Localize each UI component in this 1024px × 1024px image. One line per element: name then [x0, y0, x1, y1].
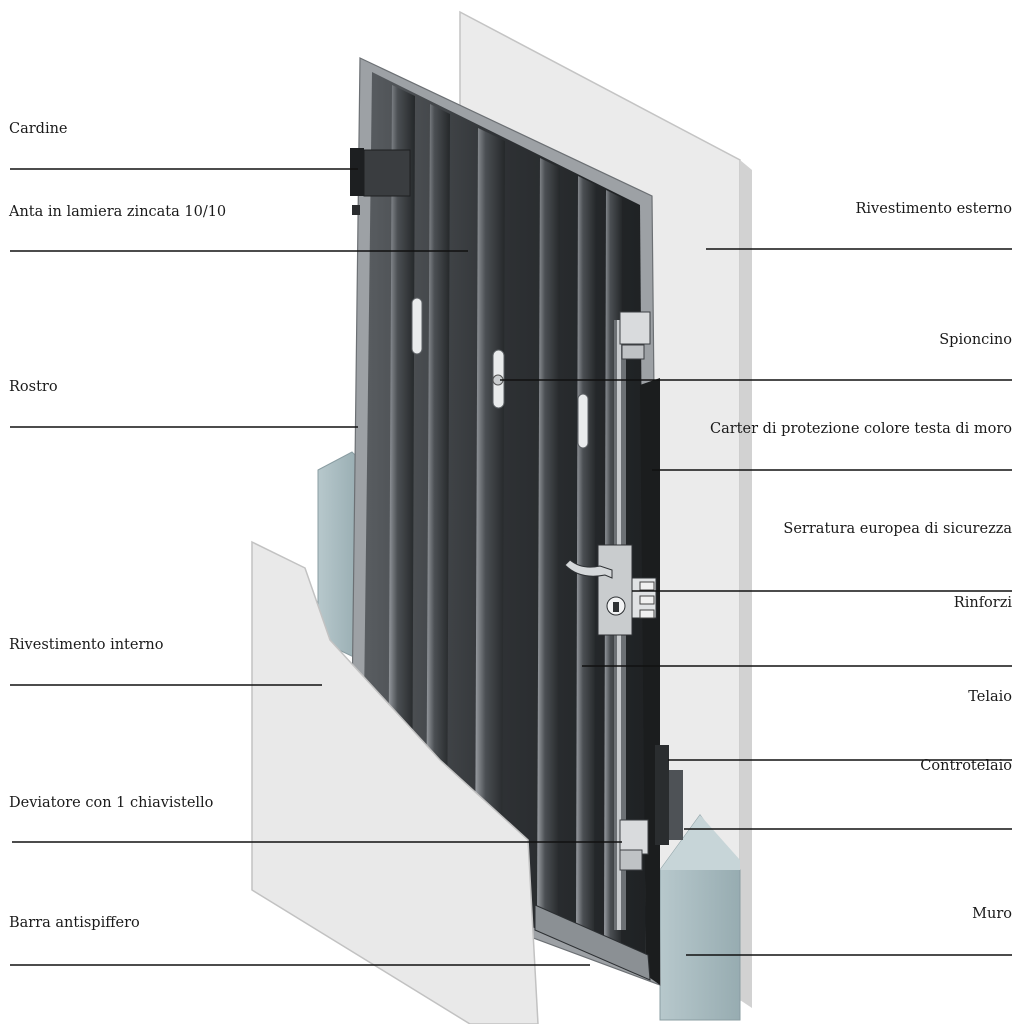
reinforcement-bolts: [639, 581, 655, 619]
label-spioncino: Spioncino: [939, 332, 1012, 348]
counter-frame: [655, 745, 683, 845]
external-cladding-shadow: [740, 160, 752, 1008]
label-deviatore: Deviatore con 1 chiavistello: [9, 795, 214, 811]
label-rinforzi: Rinforzi: [953, 595, 1012, 611]
label-telaio: Telaio: [968, 689, 1012, 705]
internal-cladding-panel: [251, 540, 539, 1024]
label-cardine: Cardine: [9, 121, 68, 137]
label-controtelaio: Controtelaio: [920, 758, 1012, 774]
security-lock: [564, 544, 657, 636]
label-anta: Anta in lamiera zincata 10/10: [9, 204, 227, 220]
leader-lines-left: [10, 168, 622, 966]
leader-lines-right: [500, 248, 1012, 956]
label-rostro: Rostro: [9, 379, 58, 395]
label-rivestimento-interno: Rivestimento interno: [9, 637, 164, 653]
label-barra-antispiffero: Barra antispiffero: [9, 915, 140, 931]
label-muro: Muro: [972, 906, 1012, 922]
draught-bar: [534, 904, 651, 981]
label-carter: Carter di protezione colore testa di mor…: [710, 421, 1012, 437]
label-rivestimento-esterno: Rivestimento esterno: [855, 201, 1013, 217]
wall-block-top: [660, 815, 740, 870]
hinge: [350, 148, 411, 215]
label-serratura: Serratura europea di sicurezza: [783, 521, 1012, 537]
